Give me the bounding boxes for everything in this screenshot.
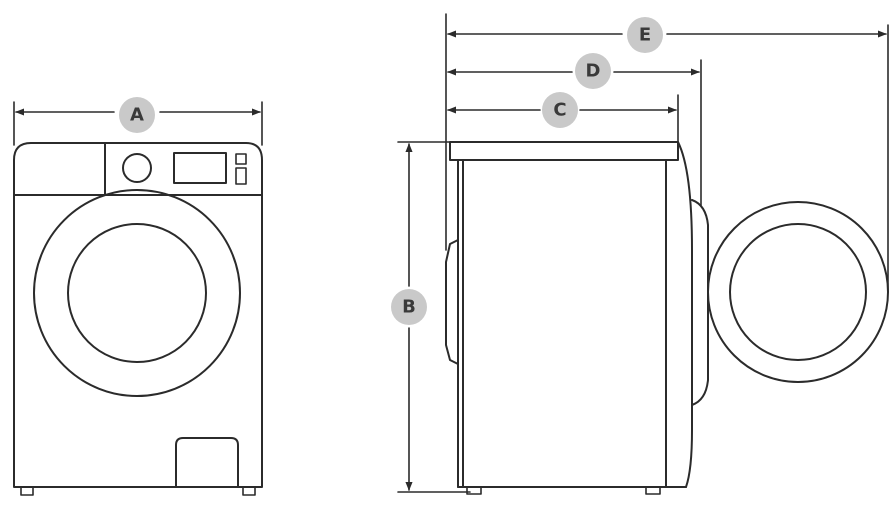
dimension-d-label: D — [586, 61, 601, 82]
dimension-e-label: E — [639, 25, 651, 46]
dimension-a-bubble — [119, 97, 155, 133]
control-button-bottom — [235, 167, 247, 185]
open-door-outer — [707, 201, 889, 383]
front-foot-left — [20, 486, 34, 496]
side-top-panel — [449, 141, 679, 161]
control-button-top — [235, 153, 247, 165]
dimension-b-label: B — [402, 297, 416, 318]
front-cabinet — [13, 142, 263, 488]
open-door-glass — [729, 223, 867, 361]
dimension-b-bubble — [391, 289, 427, 325]
side-front-bulge — [677, 141, 693, 488]
dimension-c-label: C — [553, 100, 566, 121]
side-foot-rear — [466, 486, 482, 495]
door-hinge — [691, 199, 709, 406]
dimension-e-bubble — [627, 17, 663, 53]
filter-cover — [175, 437, 239, 488]
display-panel — [173, 152, 227, 184]
front-view: A — [13, 97, 263, 496]
door-outer-ring — [33, 189, 241, 397]
dimension-a-label: A — [130, 105, 144, 126]
door-glass — [67, 223, 207, 363]
program-dial — [122, 153, 152, 183]
dimension-d-bubble — [575, 53, 611, 89]
side-rear-bump — [445, 239, 459, 365]
side-foot-front — [645, 486, 661, 495]
front-foot-right — [242, 486, 256, 496]
side-view: B C D E — [391, 13, 889, 495]
dimension-c-bubble — [542, 92, 578, 128]
